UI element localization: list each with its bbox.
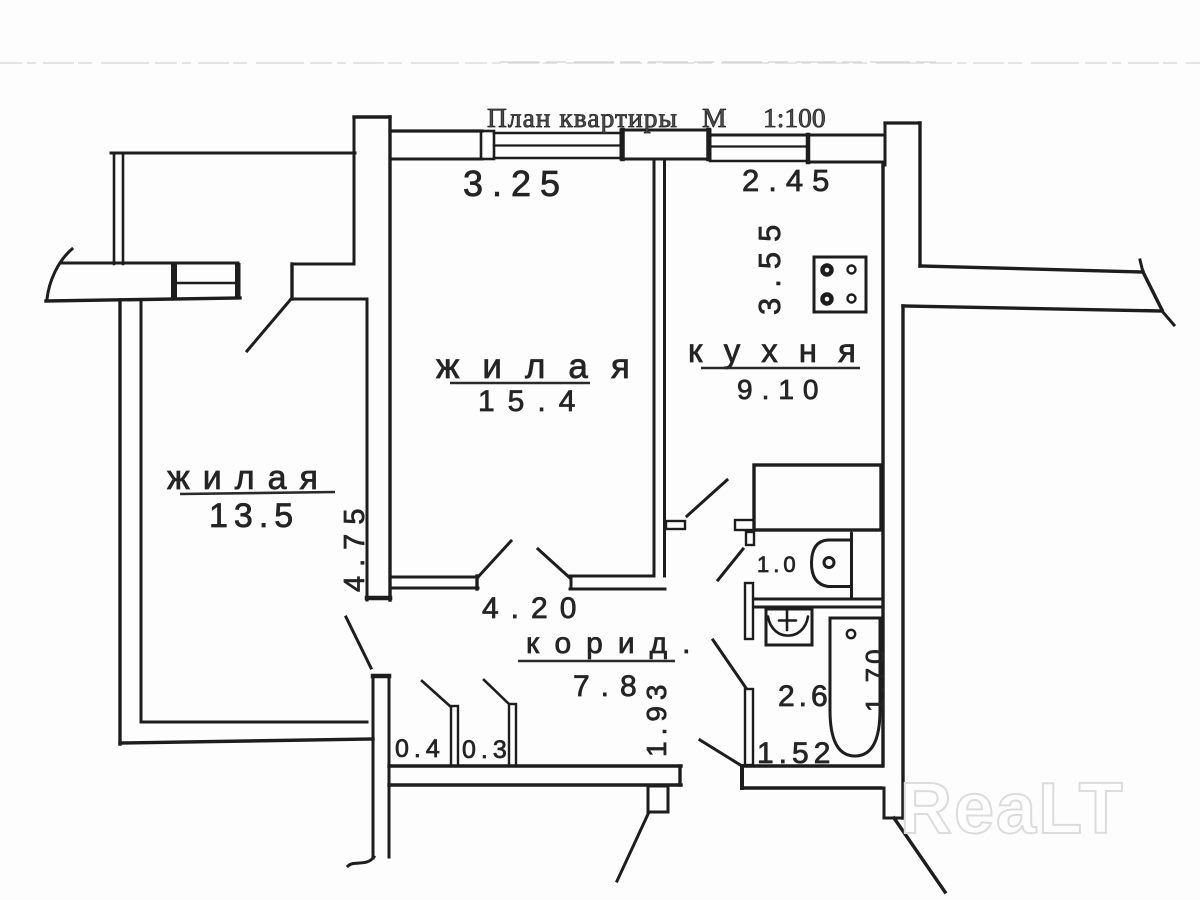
svg-text:9.10: 9.10 <box>737 374 828 405</box>
svg-text:1:100: 1:100 <box>763 102 826 133</box>
svg-text:М: М <box>702 102 726 133</box>
svg-text:1.70: 1.70 <box>860 645 890 712</box>
svg-text:жилая: жилая <box>436 347 653 386</box>
svg-text:0.4: 0.4 <box>395 735 445 763</box>
svg-text:4.75: 4.75 <box>339 500 371 592</box>
svg-text:7.8: 7.8 <box>573 670 648 703</box>
svg-text:2.45: 2.45 <box>742 163 838 198</box>
svg-text:0.3: 0.3 <box>462 736 512 764</box>
svg-text:15.4: 15.4 <box>478 385 588 418</box>
svg-text:План квартиры: План квартиры <box>487 102 678 133</box>
svg-text:ReaLT: ReaLT <box>900 769 1125 849</box>
svg-text:кухня: кухня <box>688 332 877 369</box>
svg-text:жилая: жилая <box>167 459 331 497</box>
svg-text:1.93: 1.93 <box>641 679 672 758</box>
svg-text:13.5: 13.5 <box>209 497 299 535</box>
svg-text:1.0: 1.0 <box>757 552 800 577</box>
svg-text:3.55: 3.55 <box>752 215 787 315</box>
svg-text:корид.: корид. <box>526 627 705 660</box>
svg-text:4.20: 4.20 <box>482 592 588 625</box>
svg-text:3.25: 3.25 <box>463 163 569 204</box>
svg-text:1.52: 1.52 <box>757 737 835 770</box>
svg-text:2.6: 2.6 <box>778 680 832 713</box>
